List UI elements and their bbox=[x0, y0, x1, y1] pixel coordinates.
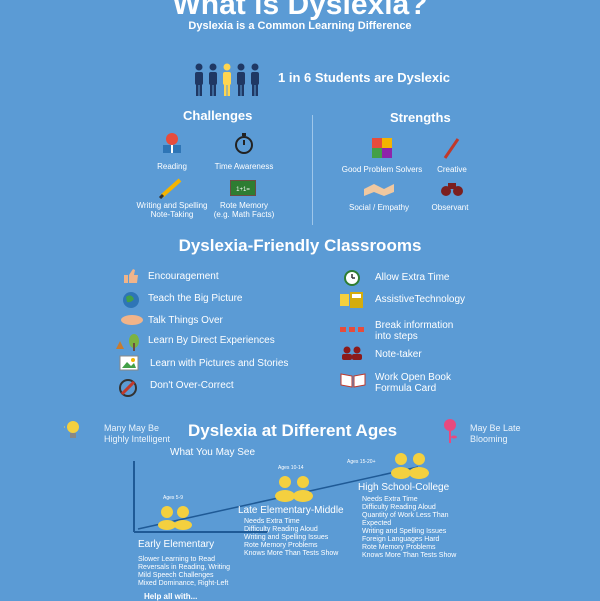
stage-2-signs: Needs Extra Time Difficulty Reading Alou… bbox=[244, 518, 338, 558]
stage-2-children-icon bbox=[272, 474, 316, 507]
brush-icon bbox=[443, 138, 460, 159]
note-intelligent: Many May Be Highly Intelligent bbox=[104, 423, 171, 444]
dyslexia-statistic: 1 in 6 Students are Dyslexic bbox=[278, 70, 450, 85]
hands-icon bbox=[120, 313, 144, 332]
stage-2-sign: Writing and Spelling Issues bbox=[244, 534, 329, 541]
challenge-label-writing: Writing and Spelling Note-Taking bbox=[136, 201, 208, 219]
challenge-label-rote-memory: Rote Memory (e.g. Math Facts) bbox=[213, 201, 275, 219]
stage-3-children-icon bbox=[388, 450, 432, 485]
book-reader-icon bbox=[163, 133, 181, 153]
classroom-item-open-book: Work Open Book Formula Card bbox=[375, 372, 451, 394]
classroom-item-direct-experiences: Learn By Direct Experiences bbox=[148, 335, 275, 346]
clock-icon bbox=[344, 270, 360, 291]
strength-label-creative: Creative bbox=[437, 165, 467, 174]
stage-2-name: Late Elementary-Middle bbox=[238, 505, 344, 516]
students-group-icon bbox=[195, 63, 259, 96]
flower-icon bbox=[440, 418, 460, 449]
page-title: What is Dyslexia? bbox=[172, 0, 428, 21]
classroom-item-pictures: Learn with Pictures and Stories bbox=[150, 358, 289, 369]
steps-icon bbox=[340, 320, 364, 338]
puzzle-icon bbox=[372, 138, 392, 158]
challenges-heading: Challenges bbox=[183, 108, 253, 123]
stage-3-sign: Needs Extra Time bbox=[362, 496, 418, 503]
stage-1-sign: Slower Learning to Read bbox=[138, 556, 216, 563]
stage-1-children-icon bbox=[155, 504, 195, 535]
classrooms-heading: Dyslexia-Friendly Classrooms bbox=[178, 236, 422, 255]
stage-1-sign: Mixed Dominance, Right-Left bbox=[138, 580, 229, 587]
stage-3-sign: Writing and Spelling Issues bbox=[362, 528, 447, 535]
strength-label-problem-solvers: Good Problem Solvers bbox=[341, 165, 423, 174]
chalkboard-icon: 1+1= bbox=[230, 180, 256, 196]
stage-2-age: Ages 10-14 bbox=[278, 465, 304, 471]
stage-3-sign: Expected bbox=[362, 520, 392, 527]
strength-label-observant: Observant bbox=[431, 203, 469, 212]
stage-2-sign: Difficulty Reading Aloud bbox=[244, 526, 318, 533]
no-red-pen-icon bbox=[118, 378, 138, 403]
globe-icon bbox=[122, 291, 140, 314]
calculator-icon bbox=[340, 292, 364, 313]
axis-label: What You May See bbox=[170, 447, 256, 458]
svg-text:1+1=: 1+1= bbox=[236, 187, 250, 193]
stage-3-age: Ages 15-20+ bbox=[347, 459, 376, 465]
stage-1-signs: Slower Learning to Read Reversals in Rea… bbox=[138, 556, 230, 588]
strengths-heading: Strengths bbox=[390, 110, 451, 125]
handshake-icon bbox=[364, 184, 394, 196]
classroom-item-extra-time: Allow Extra Time bbox=[375, 272, 450, 283]
challenge-label-time: Time Awareness bbox=[214, 162, 274, 171]
challenge-label-reading: Reading bbox=[157, 162, 187, 171]
classroom-item-assistive-tech: AssistiveTechnology bbox=[375, 294, 466, 305]
stage-3-sign: Rote Memory Problems bbox=[362, 544, 436, 551]
stage-3-name: High School-College bbox=[358, 482, 450, 493]
stage-1-sign: Reversals in Reading, Writing bbox=[138, 564, 231, 571]
stage-3-sign: Foreign Languages Hard bbox=[362, 536, 440, 543]
lightbulb-icon bbox=[63, 418, 82, 447]
binoculars-icon bbox=[441, 183, 463, 196]
classroom-item-talk: Talk Things Over bbox=[148, 315, 223, 326]
stage-2-sign: Needs Extra Time bbox=[244, 518, 300, 525]
note-late-blooming: May Be Late Blooming bbox=[470, 423, 521, 444]
people-icon bbox=[341, 346, 363, 365]
section-divider bbox=[312, 115, 313, 225]
classroom-item-over-correct: Don't Over-Correct bbox=[150, 380, 234, 391]
pencil-icon bbox=[158, 178, 182, 199]
stage-2-sign: Knows More Than Tests Show bbox=[244, 550, 339, 557]
stage-3-sign: Quantity of Work Less Than bbox=[362, 512, 449, 519]
strength-label-social: Social / Empathy bbox=[348, 203, 410, 212]
picture-icon bbox=[119, 355, 139, 376]
ages-heading: Dyslexia at Different Ages bbox=[188, 421, 398, 440]
classroom-item-steps: Break information into steps bbox=[375, 320, 454, 342]
stage-3-sign: Knows More Than Tests Show bbox=[362, 552, 457, 559]
plant-icon bbox=[112, 333, 142, 356]
stage-1-sign: Mild Speech Challenges bbox=[138, 572, 214, 579]
stopwatch-icon bbox=[235, 133, 253, 154]
thumbs-up-icon bbox=[122, 268, 140, 289]
open-book-icon bbox=[340, 372, 366, 393]
stage-3-signs: Needs Extra Time Difficulty Reading Alou… bbox=[362, 496, 456, 560]
classroom-item-encouragement: Encouragement bbox=[148, 271, 219, 282]
stage-1-age: Ages 5-9 bbox=[163, 495, 184, 501]
classroom-item-note-taker: Note-taker bbox=[375, 349, 422, 360]
stage-1-name: Early Elementary bbox=[138, 539, 215, 550]
footer-text: Help all with... bbox=[144, 592, 198, 601]
classroom-item-big-picture: Teach the Big Picture bbox=[148, 293, 243, 304]
stage-3-sign: Difficulty Reading Aloud bbox=[362, 504, 436, 511]
stage-2-sign: Rote Memory Problems bbox=[244, 542, 318, 549]
page-subtitle: Dyslexia is a Common Learning Difference bbox=[188, 20, 412, 32]
